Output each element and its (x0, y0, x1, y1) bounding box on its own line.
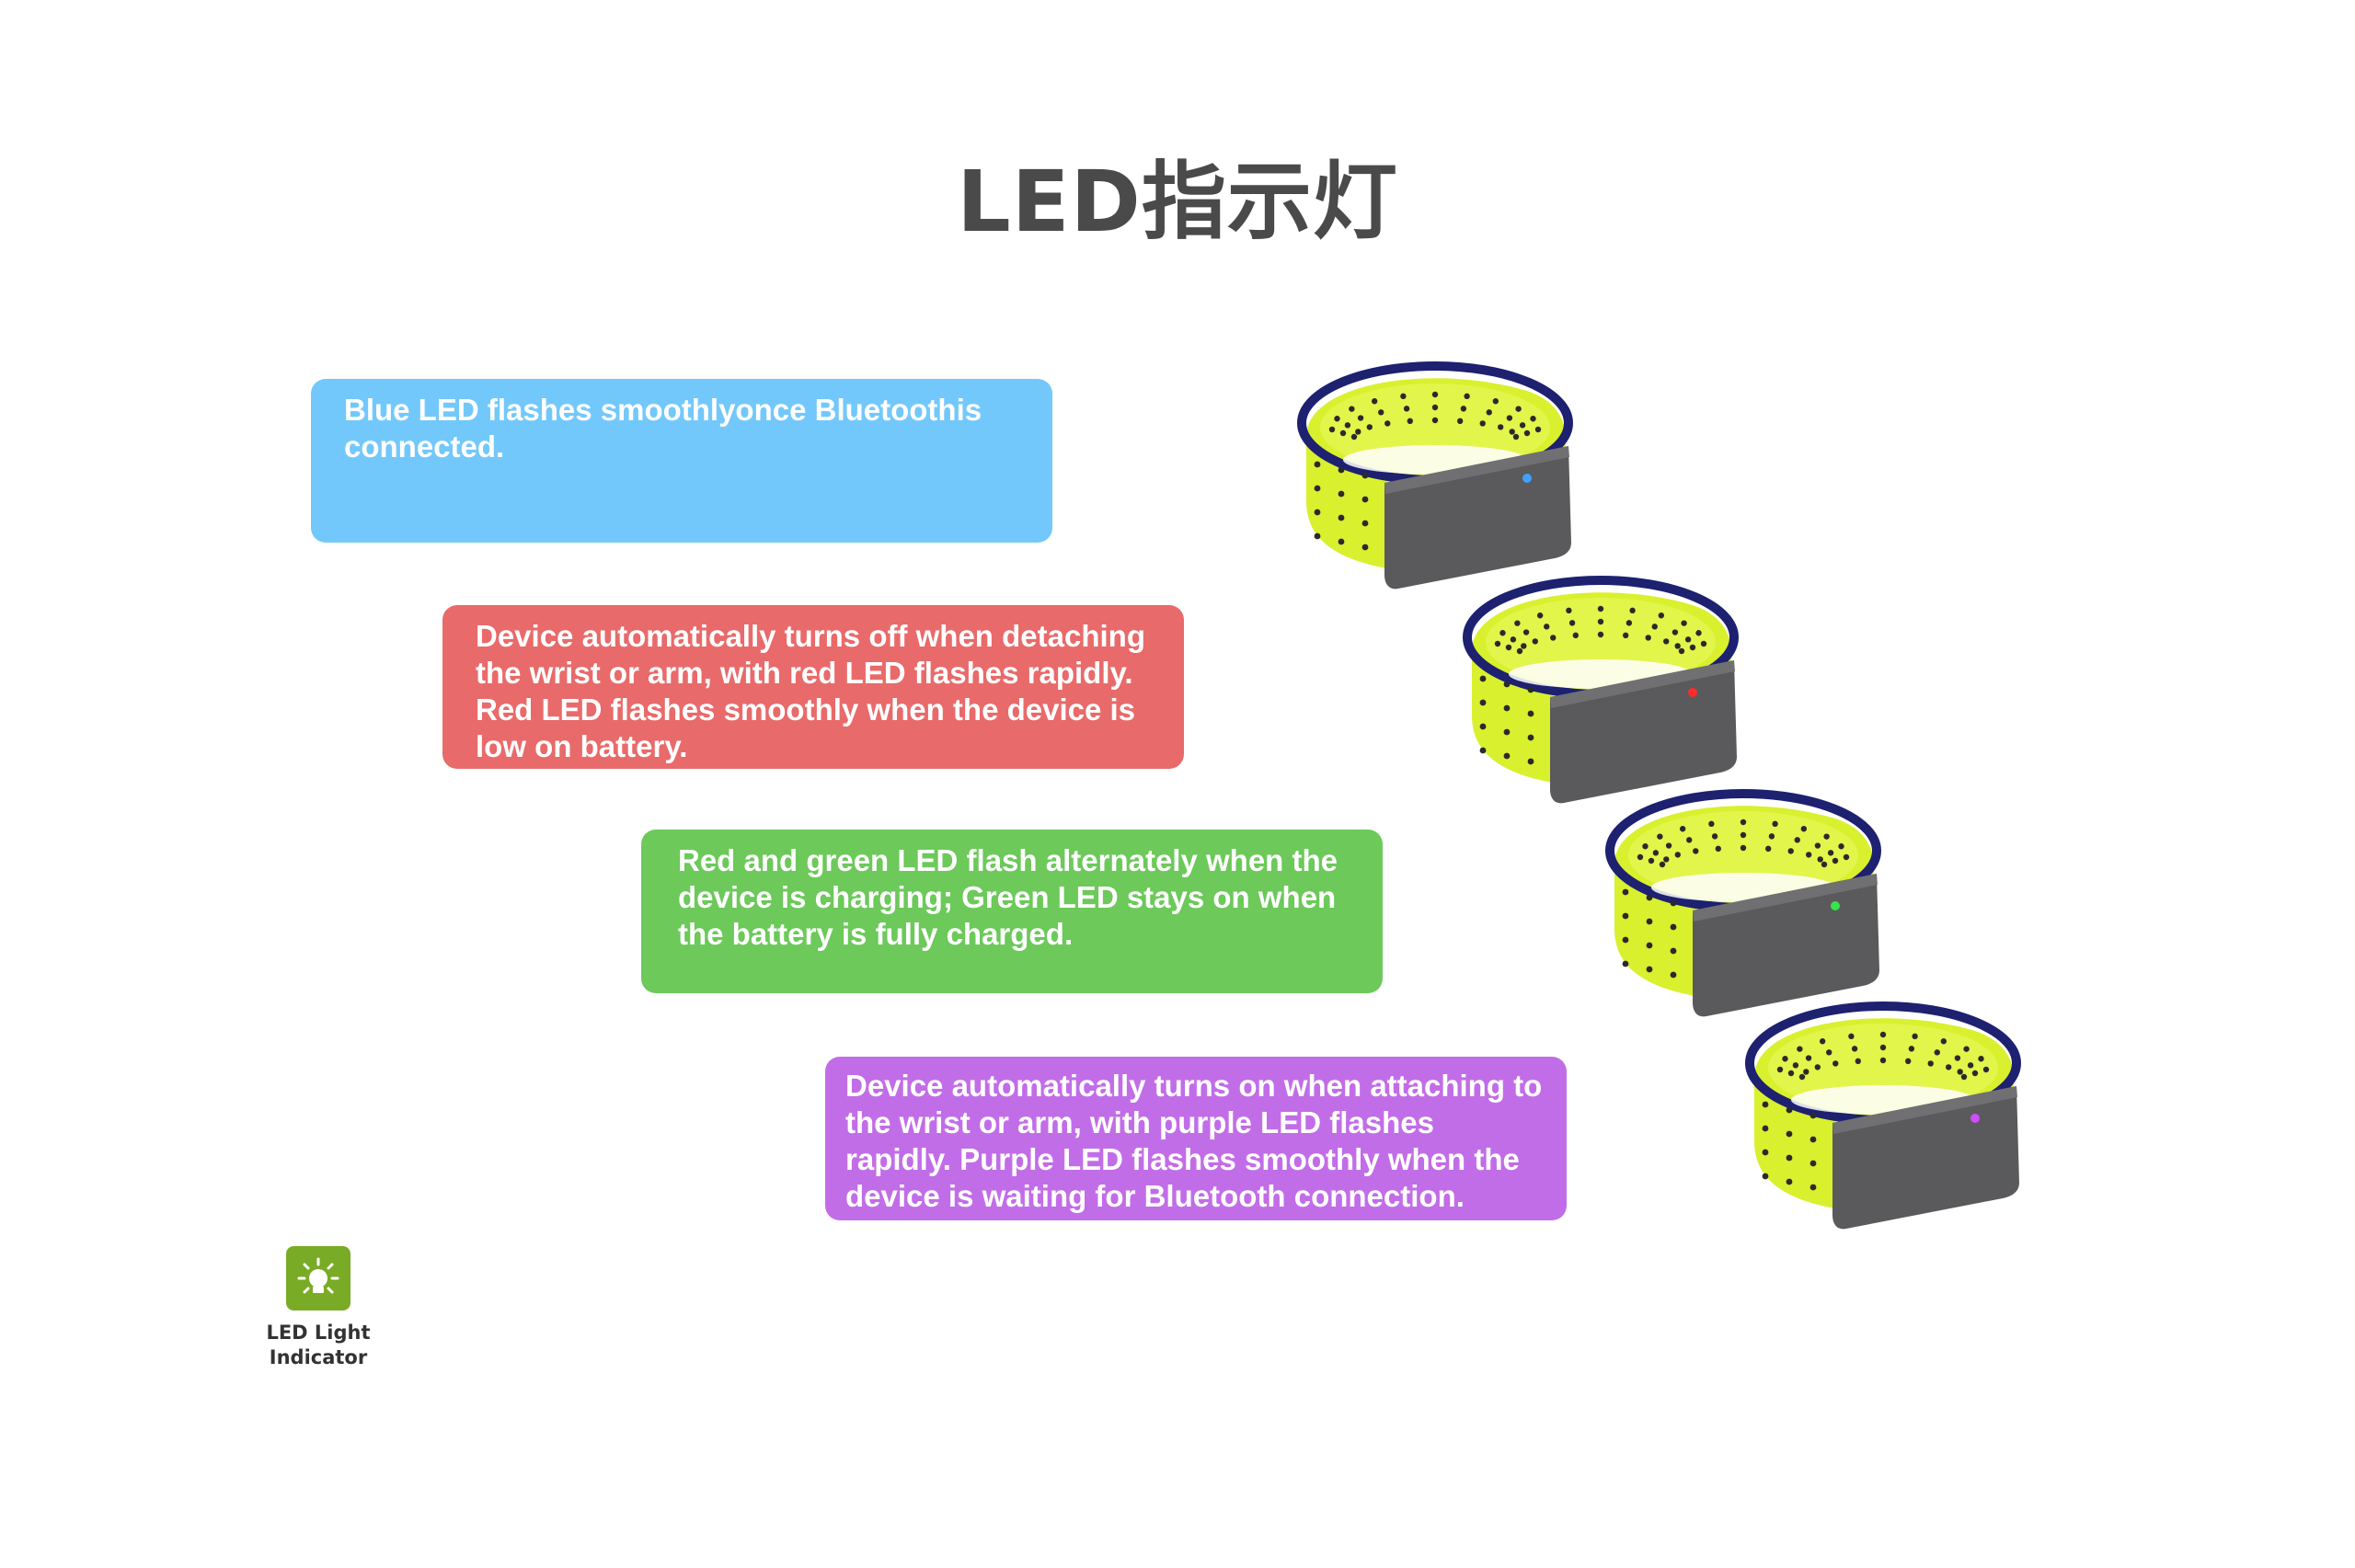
blue-led-description: Blue LED flashes smoothlyonce Bluetoothi… (311, 379, 1052, 543)
legend-label-line1: LED Light (266, 1322, 371, 1344)
purple-led-description: Device automatically turns on when attac… (825, 1057, 1567, 1220)
armband-purple-led-image (1745, 1001, 2021, 1230)
legend-label: LED Light Indicator (248, 1321, 388, 1370)
purple-led-dot (1970, 1114, 1980, 1123)
light-bulb-icon (286, 1246, 350, 1310)
red-led-dot (1688, 688, 1697, 697)
green-led-description: Red and green LED flash alternately when… (641, 830, 1383, 993)
red-led-description: Device automatically turns off when deta… (442, 605, 1184, 769)
blue-led-dot (1522, 474, 1532, 483)
page-title: LED指示灯 (957, 153, 1398, 251)
legend-label-line2: Indicator (269, 1346, 368, 1368)
green-led-dot (1831, 901, 1840, 910)
armband-blue-led-image (1297, 361, 1573, 589)
armband-red-led-image (1463, 576, 1739, 804)
armband-green-led-image (1605, 789, 1881, 1017)
